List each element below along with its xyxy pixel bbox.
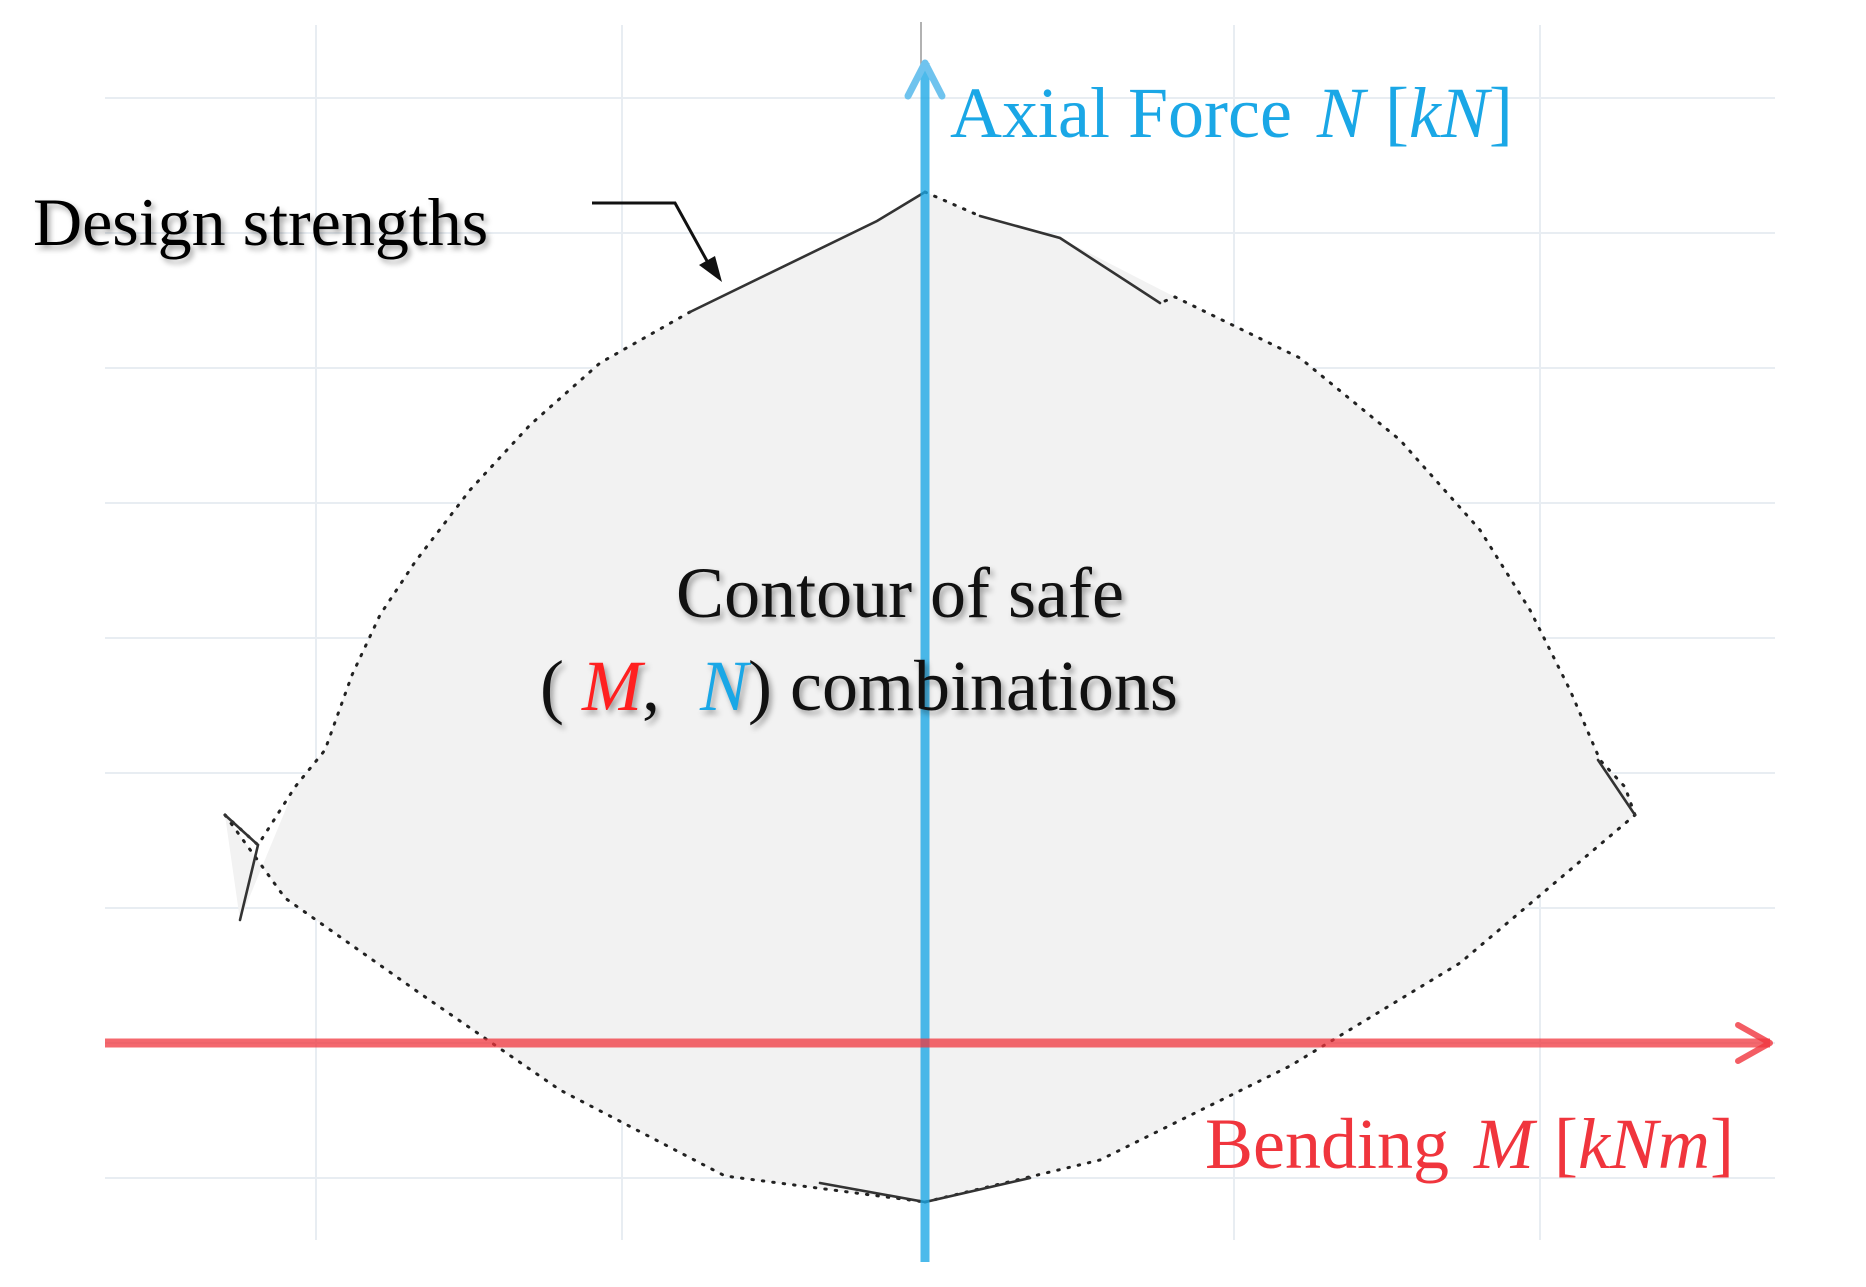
m-unit: kNm [1578, 1104, 1710, 1184]
design-strengths-leader [592, 201, 714, 271]
bending-text: Bending [1205, 1104, 1449, 1184]
n-symbol-inline: N [699, 646, 752, 726]
boundary-dotted [223, 190, 1637, 1204]
m-arrowhead [1735, 1022, 1773, 1064]
safe-region [225, 192, 1635, 1202]
bending-axis [105, 1022, 1773, 1064]
contour-title: Contour of safe [676, 553, 1124, 633]
n-arrowhead [904, 59, 946, 100]
m-symbol: M [1473, 1104, 1538, 1184]
contour-subtitle: (M,N)combinations [540, 646, 1178, 726]
design-strengths-label: Design strengths [33, 184, 488, 260]
axial-force-text: Axial Force [950, 73, 1292, 153]
axial-force-axis [904, 22, 946, 1262]
design-strengths-arrowhead [699, 256, 722, 282]
n-symbol: N [1316, 73, 1369, 153]
m-symbol-inline: M [581, 646, 646, 726]
n-unit: kN [1409, 73, 1493, 153]
